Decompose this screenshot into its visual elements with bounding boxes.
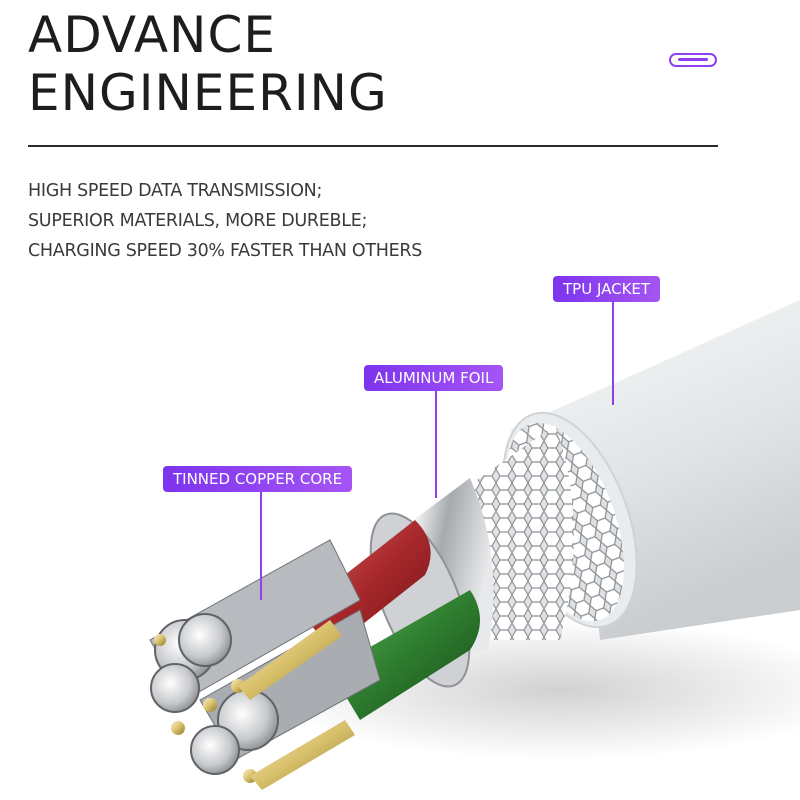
feature-item-data: HIGH SPEED DATA TRANSMISSION; bbox=[28, 181, 323, 201]
callout-aluminum-foil: ALUMINUM FOIL bbox=[364, 365, 504, 391]
feature-list: HIGH SPEED DATA TRANSMISSION; SUPERIOR M… bbox=[28, 176, 422, 266]
green-wire bbox=[330, 590, 480, 720]
page-title: ADVANCE ENGINEERING bbox=[28, 6, 388, 122]
copper-strand-bundles bbox=[149, 539, 381, 790]
red-wire bbox=[300, 520, 431, 650]
title-line-1: ADVANCE bbox=[28, 6, 276, 64]
title-divider bbox=[28, 145, 718, 147]
title-line-2: ENGINEERING bbox=[28, 64, 388, 122]
feature-item-charging: CHARGING SPEED 30% FASTER THAN OTHERS bbox=[28, 241, 423, 261]
callout-tinned-copper-core: TINNED COPPER CORE bbox=[163, 466, 353, 492]
tpu-jacket bbox=[510, 300, 800, 640]
callout-tpu-jacket: TPU JACKET bbox=[553, 276, 661, 302]
feature-item-materials: SUPERIOR MATERIALS, MORE DUREBLE; bbox=[28, 211, 368, 231]
usb-c-port-icon bbox=[669, 53, 717, 67]
